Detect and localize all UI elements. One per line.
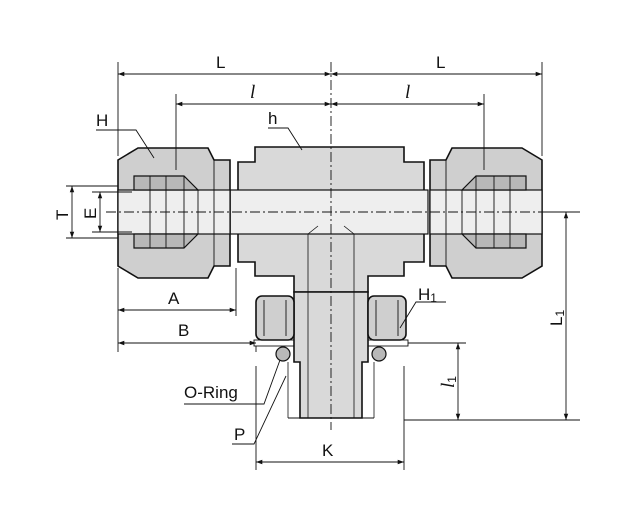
dim-L1-sub: 1 [553, 310, 567, 317]
branch-nut [253, 295, 409, 347]
dim-A: A [168, 289, 180, 308]
right-nut [429, 147, 543, 279]
dim-L-left: L [216, 53, 225, 72]
dim-L1-main: L [547, 317, 566, 326]
dim-l-left: l [250, 82, 255, 103]
dim-B: B [178, 321, 189, 340]
label-o-ring: O-Ring [184, 383, 238, 402]
tee-body [229, 146, 429, 419]
label-P: P [234, 425, 245, 444]
dim-l-right: l [405, 82, 410, 103]
label-H: H [96, 111, 108, 130]
left-nut [117, 147, 231, 279]
dim-E: E [81, 208, 100, 219]
dim-L1: L1 [547, 310, 567, 326]
dim-l1-sub: 1 [445, 376, 459, 383]
dim-l1: l1 [438, 376, 459, 388]
label-H1-sub: 1 [430, 291, 437, 305]
dim-K: K [322, 441, 334, 460]
o-ring [275, 346, 387, 362]
dim-L-right: L [436, 53, 445, 72]
label-H1: H1 [418, 285, 437, 305]
dim-l1-main: l [438, 383, 459, 388]
label-H1-main: H [418, 285, 430, 304]
dim-T: T [53, 210, 72, 220]
dimension-lines [66, 62, 580, 470]
label-h: h [268, 109, 277, 128]
